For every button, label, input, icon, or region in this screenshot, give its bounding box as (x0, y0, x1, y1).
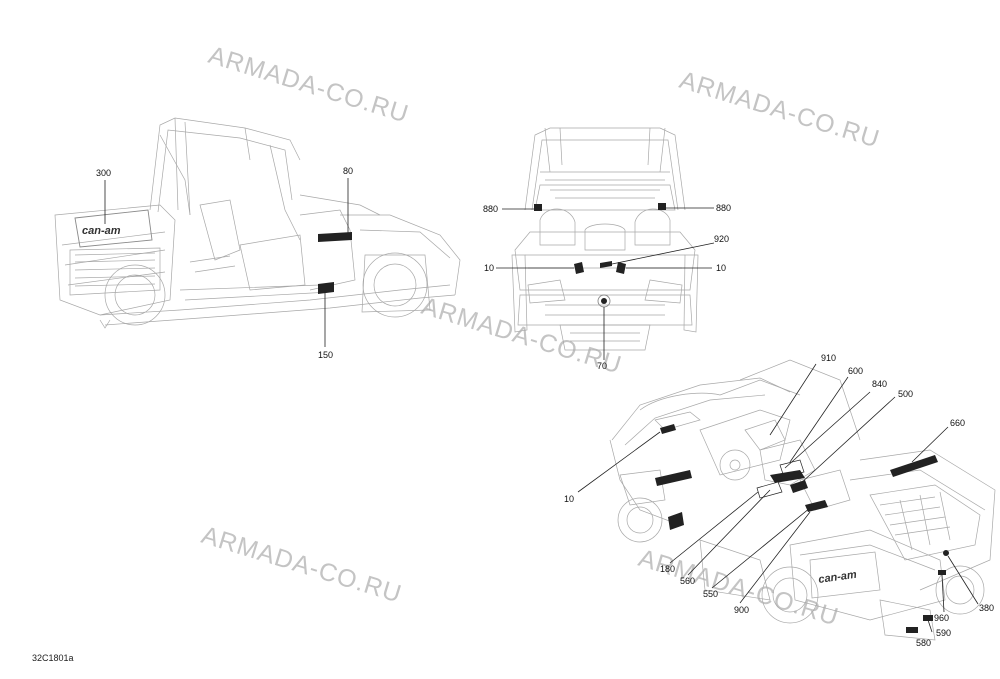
decal-380 (943, 550, 949, 556)
callout-70: 70 (597, 361, 607, 371)
decal-550 (805, 500, 828, 512)
decal-660 (890, 455, 938, 477)
callout-300: 300 (96, 168, 111, 178)
watermark-1: ARMADA-CO.RU (205, 41, 412, 129)
callout-560: 560 (680, 576, 695, 586)
callout-920: 920 (714, 234, 729, 244)
decal-80 (318, 232, 352, 242)
callout-910: 910 (821, 353, 836, 363)
callout-600: 600 (848, 366, 863, 376)
callout-880-left: 880 (483, 204, 498, 214)
callout-80: 80 (343, 166, 353, 176)
watermarks: ARMADA-CO.RU ARMADA-CO.RU ARMADA-CO.RU A… (198, 41, 883, 632)
callout-10-left: 10 (484, 263, 494, 273)
callout-840: 840 (872, 379, 887, 389)
decal-960 (938, 570, 946, 575)
callout-10-right: 10 (716, 263, 726, 273)
callout-900: 900 (734, 605, 749, 615)
callout-500: 500 (898, 389, 913, 399)
callout-550: 550 (703, 589, 718, 599)
decal-500 (790, 480, 808, 493)
callout-10-rear: 10 (564, 494, 574, 504)
decal-10-left (574, 262, 584, 274)
callout-960: 960 (934, 613, 949, 623)
side-logo: can-am (82, 225, 121, 237)
decal-10-right (616, 262, 626, 274)
decal-70 (601, 298, 607, 304)
rear-logo: can-am (818, 569, 858, 586)
callout-150: 150 (318, 350, 333, 360)
decal-590 (923, 615, 933, 621)
leader-lines (104, 178, 979, 633)
side-view-vehicle: can-am (54, 117, 461, 329)
decal-880-left (534, 204, 542, 211)
callout-labels: 300 80 150 880 880 920 10 10 70 910 600 … (96, 166, 994, 648)
front-view-vehicle (511, 127, 699, 351)
decal-580 (906, 627, 918, 633)
decal-920 (600, 261, 612, 268)
decal-880-right (658, 203, 666, 210)
callout-380: 380 (979, 603, 994, 613)
decal-840 (770, 470, 805, 483)
decal-side-rear (655, 470, 692, 486)
rear-view-vehicle: can-am (609, 359, 996, 641)
watermark-2: ARMADA-CO.RU (676, 66, 883, 154)
callout-180: 180 (660, 564, 675, 574)
callout-580: 580 (916, 638, 931, 648)
callout-590: 590 (936, 628, 951, 638)
decal-180 (668, 512, 684, 530)
diagram-code: 32C1801a (32, 653, 74, 663)
watermark-4: ARMADA-CO.RU (198, 521, 405, 609)
decal-10-rear (660, 424, 676, 434)
callout-880-right: 880 (716, 203, 731, 213)
callout-660: 660 (950, 418, 965, 428)
decal-150 (318, 282, 334, 294)
